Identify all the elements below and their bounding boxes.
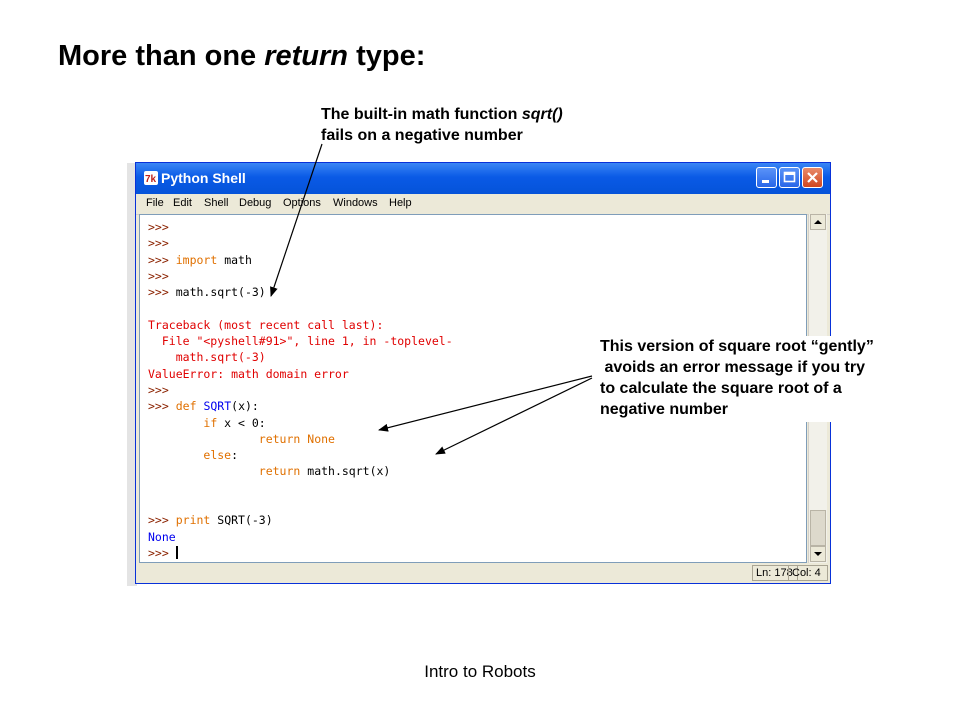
maximize-button[interactable] — [779, 167, 800, 188]
close-icon — [807, 172, 818, 183]
minimize-icon — [762, 180, 769, 183]
annotation-gently-line4: negative number — [600, 401, 729, 418]
menu-edit[interactable]: Edit — [173, 197, 192, 209]
maximize-icon — [783, 171, 796, 183]
menu-windows[interactable]: Windows — [333, 197, 378, 209]
menu-shell[interactable]: Shell — [204, 197, 229, 209]
text-cursor — [175, 545, 178, 559]
title-bar[interactable]: 7k Python Shell — [136, 163, 830, 194]
shell-text-area[interactable]: >>> >>> >>> import math >>> >>> math.sqr… — [139, 214, 807, 563]
svg-text:7k: 7k — [145, 174, 157, 185]
scrollbar-thumb[interactable] — [810, 510, 826, 546]
status-bar: Ln: 178 Col: 4 — [136, 563, 830, 583]
minimize-button[interactable] — [756, 167, 777, 188]
arrow-up-icon — [814, 220, 822, 224]
annotation-sqrt-fails: The built-in math function sqrt() fails … — [321, 104, 563, 146]
arrow-to-return-none — [378, 375, 593, 432]
status-line: Ln: 178 — [752, 565, 798, 581]
status-column: Col: 4 — [788, 565, 828, 581]
menu-file[interactable]: File — [146, 197, 164, 209]
annotation-sqrt-line1: The built-in math function sqrt() — [321, 106, 563, 123]
window-title: Python Shell — [161, 170, 246, 186]
menu-help[interactable]: Help — [389, 197, 412, 209]
slide-title: More than one return type: — [58, 40, 426, 72]
idle-logo-icon: 7k — [144, 171, 158, 185]
annotation-gently-line2: avoids an error message if you try — [600, 359, 865, 376]
scroll-down-button[interactable] — [810, 546, 826, 562]
background-window-edge — [127, 163, 137, 586]
python-shell-window: 7k Python Shell File Edit Shell Debug Op… — [135, 162, 831, 584]
annotation-sqrt-gently: This version of square root “gently” avo… — [596, 336, 878, 422]
slide-footer: Intro to Robots — [424, 662, 536, 681]
arrow-to-return-sqrt — [435, 377, 593, 455]
menu-debug[interactable]: Debug — [239, 197, 272, 209]
close-button[interactable] — [802, 167, 823, 188]
annotation-sqrt-line2: fails on a negative number — [321, 127, 523, 144]
annotation-gently-line3: to calculate the square root of a — [600, 380, 842, 397]
scroll-up-button[interactable] — [810, 214, 826, 230]
shell-output: >>> >>> >>> import math >>> >>> math.sqr… — [148, 220, 453, 560]
annotation-gently-line1: This version of square root “gently” — [600, 338, 874, 355]
arrow-to-sqrt-call — [270, 143, 323, 297]
arrow-down-icon — [814, 552, 822, 556]
